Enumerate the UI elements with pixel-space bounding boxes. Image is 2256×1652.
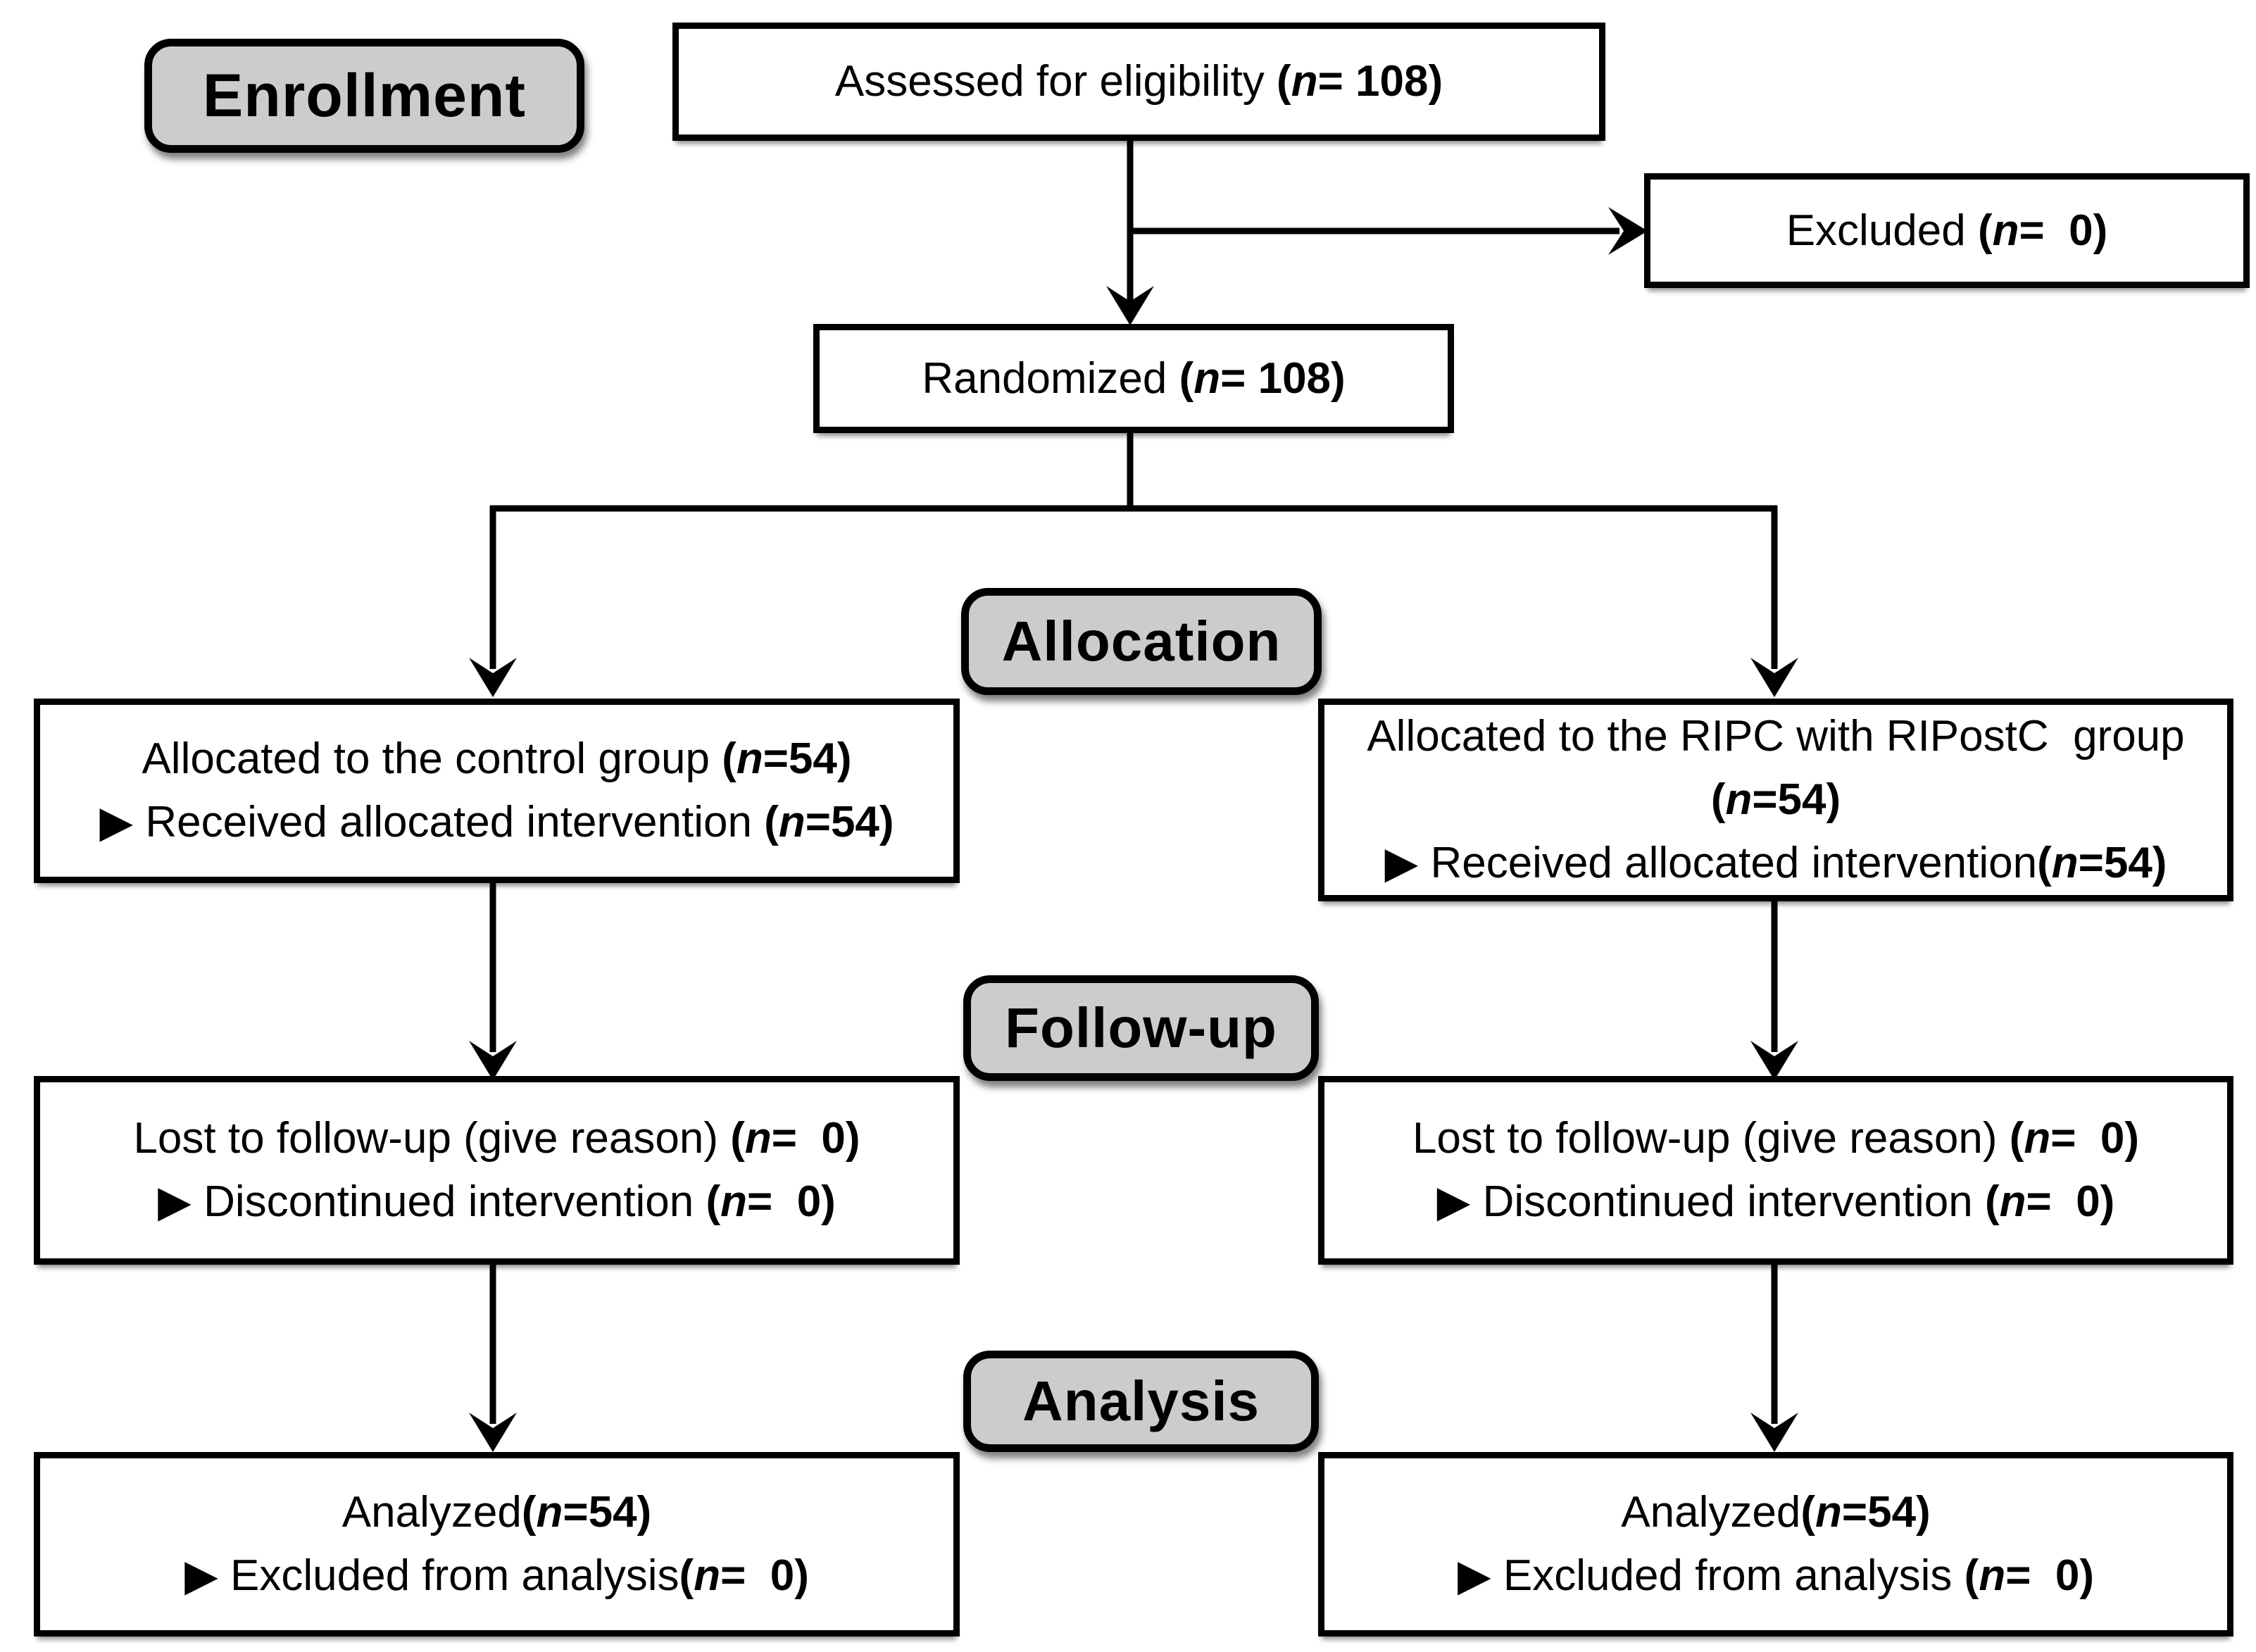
box-assessed-line-1: Assessed for eligibility (n= 108): [834, 57, 1443, 106]
box-followup-control-line-1: Lost to follow-up (give reason) (n= 0): [133, 1114, 860, 1163]
stage-label-analysis-text: Analysis: [1022, 1370, 1260, 1432]
box-assessed: Assessed for eligibility (n= 108): [672, 23, 1605, 141]
arrowhead-excluded: [1608, 207, 1648, 255]
box-allocated-ripc-line-3: ▶ Received allocated intervention(n=54): [1384, 838, 2167, 887]
box-excluded: Excluded (n= 0): [1644, 173, 2250, 288]
stage-label-allocation: Allocation: [961, 588, 1322, 695]
box-allocated-ripc: Allocated to the RIPC with RIPostC group…: [1318, 699, 2233, 901]
box-analysis-control-line-2: ▶ Excluded from analysis(n= 0): [184, 1551, 809, 1600]
box-allocated-control: Allocated to the control group (n=54) ▶ …: [34, 699, 960, 883]
stage-label-followup: Follow-up: [963, 975, 1319, 1081]
box-analysis-ripc-line-1: Analyzed(n=54): [1621, 1488, 1931, 1537]
stage-label-analysis: Analysis: [963, 1351, 1319, 1452]
box-followup-control: Lost to follow-up (give reason) (n= 0) ▶…: [34, 1076, 960, 1265]
box-allocated-ripc-line-2: (n=54): [1710, 775, 1841, 825]
box-randomized: Randomized (n= 108): [813, 324, 1454, 433]
box-followup-ripc: Lost to follow-up (give reason) (n= 0) ▶…: [1318, 1076, 2233, 1265]
arrowhead-allocated-control: [469, 658, 517, 697]
box-analysis-ripc-line-2: ▶ Excluded from analysis (n= 0): [1458, 1551, 2094, 1600]
box-analysis-control-line-1: Analyzed(n=54): [341, 1488, 652, 1537]
box-excluded-line-1: Excluded (n= 0): [1786, 206, 2108, 255]
box-allocated-ripc-line-1: Allocated to the RIPC with RIPostC group: [1367, 712, 2185, 761]
box-allocated-control-line-1: Allocated to the control group (n=54): [142, 734, 852, 784]
stage-label-allocation-text: Allocation: [1001, 610, 1281, 672]
arrowhead-analysis-control: [469, 1413, 517, 1452]
stage-label-followup-text: Follow-up: [1005, 996, 1277, 1059]
box-followup-ripc-line-1: Lost to follow-up (give reason) (n= 0): [1412, 1114, 2140, 1163]
arrowhead-analysis-ripc: [1750, 1413, 1798, 1452]
box-analysis-ripc: Analyzed(n=54) ▶ Excluded from analysis …: [1318, 1452, 2233, 1637]
arrowhead-followup-control: [469, 1041, 517, 1080]
box-followup-ripc-line-2: ▶ Discontinued intervention (n= 0): [1436, 1177, 2115, 1226]
stage-label-enrollment-text: Enrollment: [202, 61, 527, 130]
arrowhead-allocated-ripc: [1750, 658, 1798, 697]
arrowhead-randomized: [1106, 286, 1154, 325]
stage-label-enrollment: Enrollment: [144, 39, 584, 153]
box-analysis-control: Analyzed(n=54) ▶ Excluded from analysis(…: [34, 1452, 960, 1637]
box-followup-control-line-2: ▶ Discontinued intervention (n= 0): [158, 1177, 836, 1226]
box-randomized-line-1: Randomized (n= 108): [922, 353, 1346, 403]
arrowhead-followup-ripc: [1750, 1041, 1798, 1080]
box-allocated-control-line-2: ▶ Received allocated intervention (n=54): [99, 798, 894, 846]
